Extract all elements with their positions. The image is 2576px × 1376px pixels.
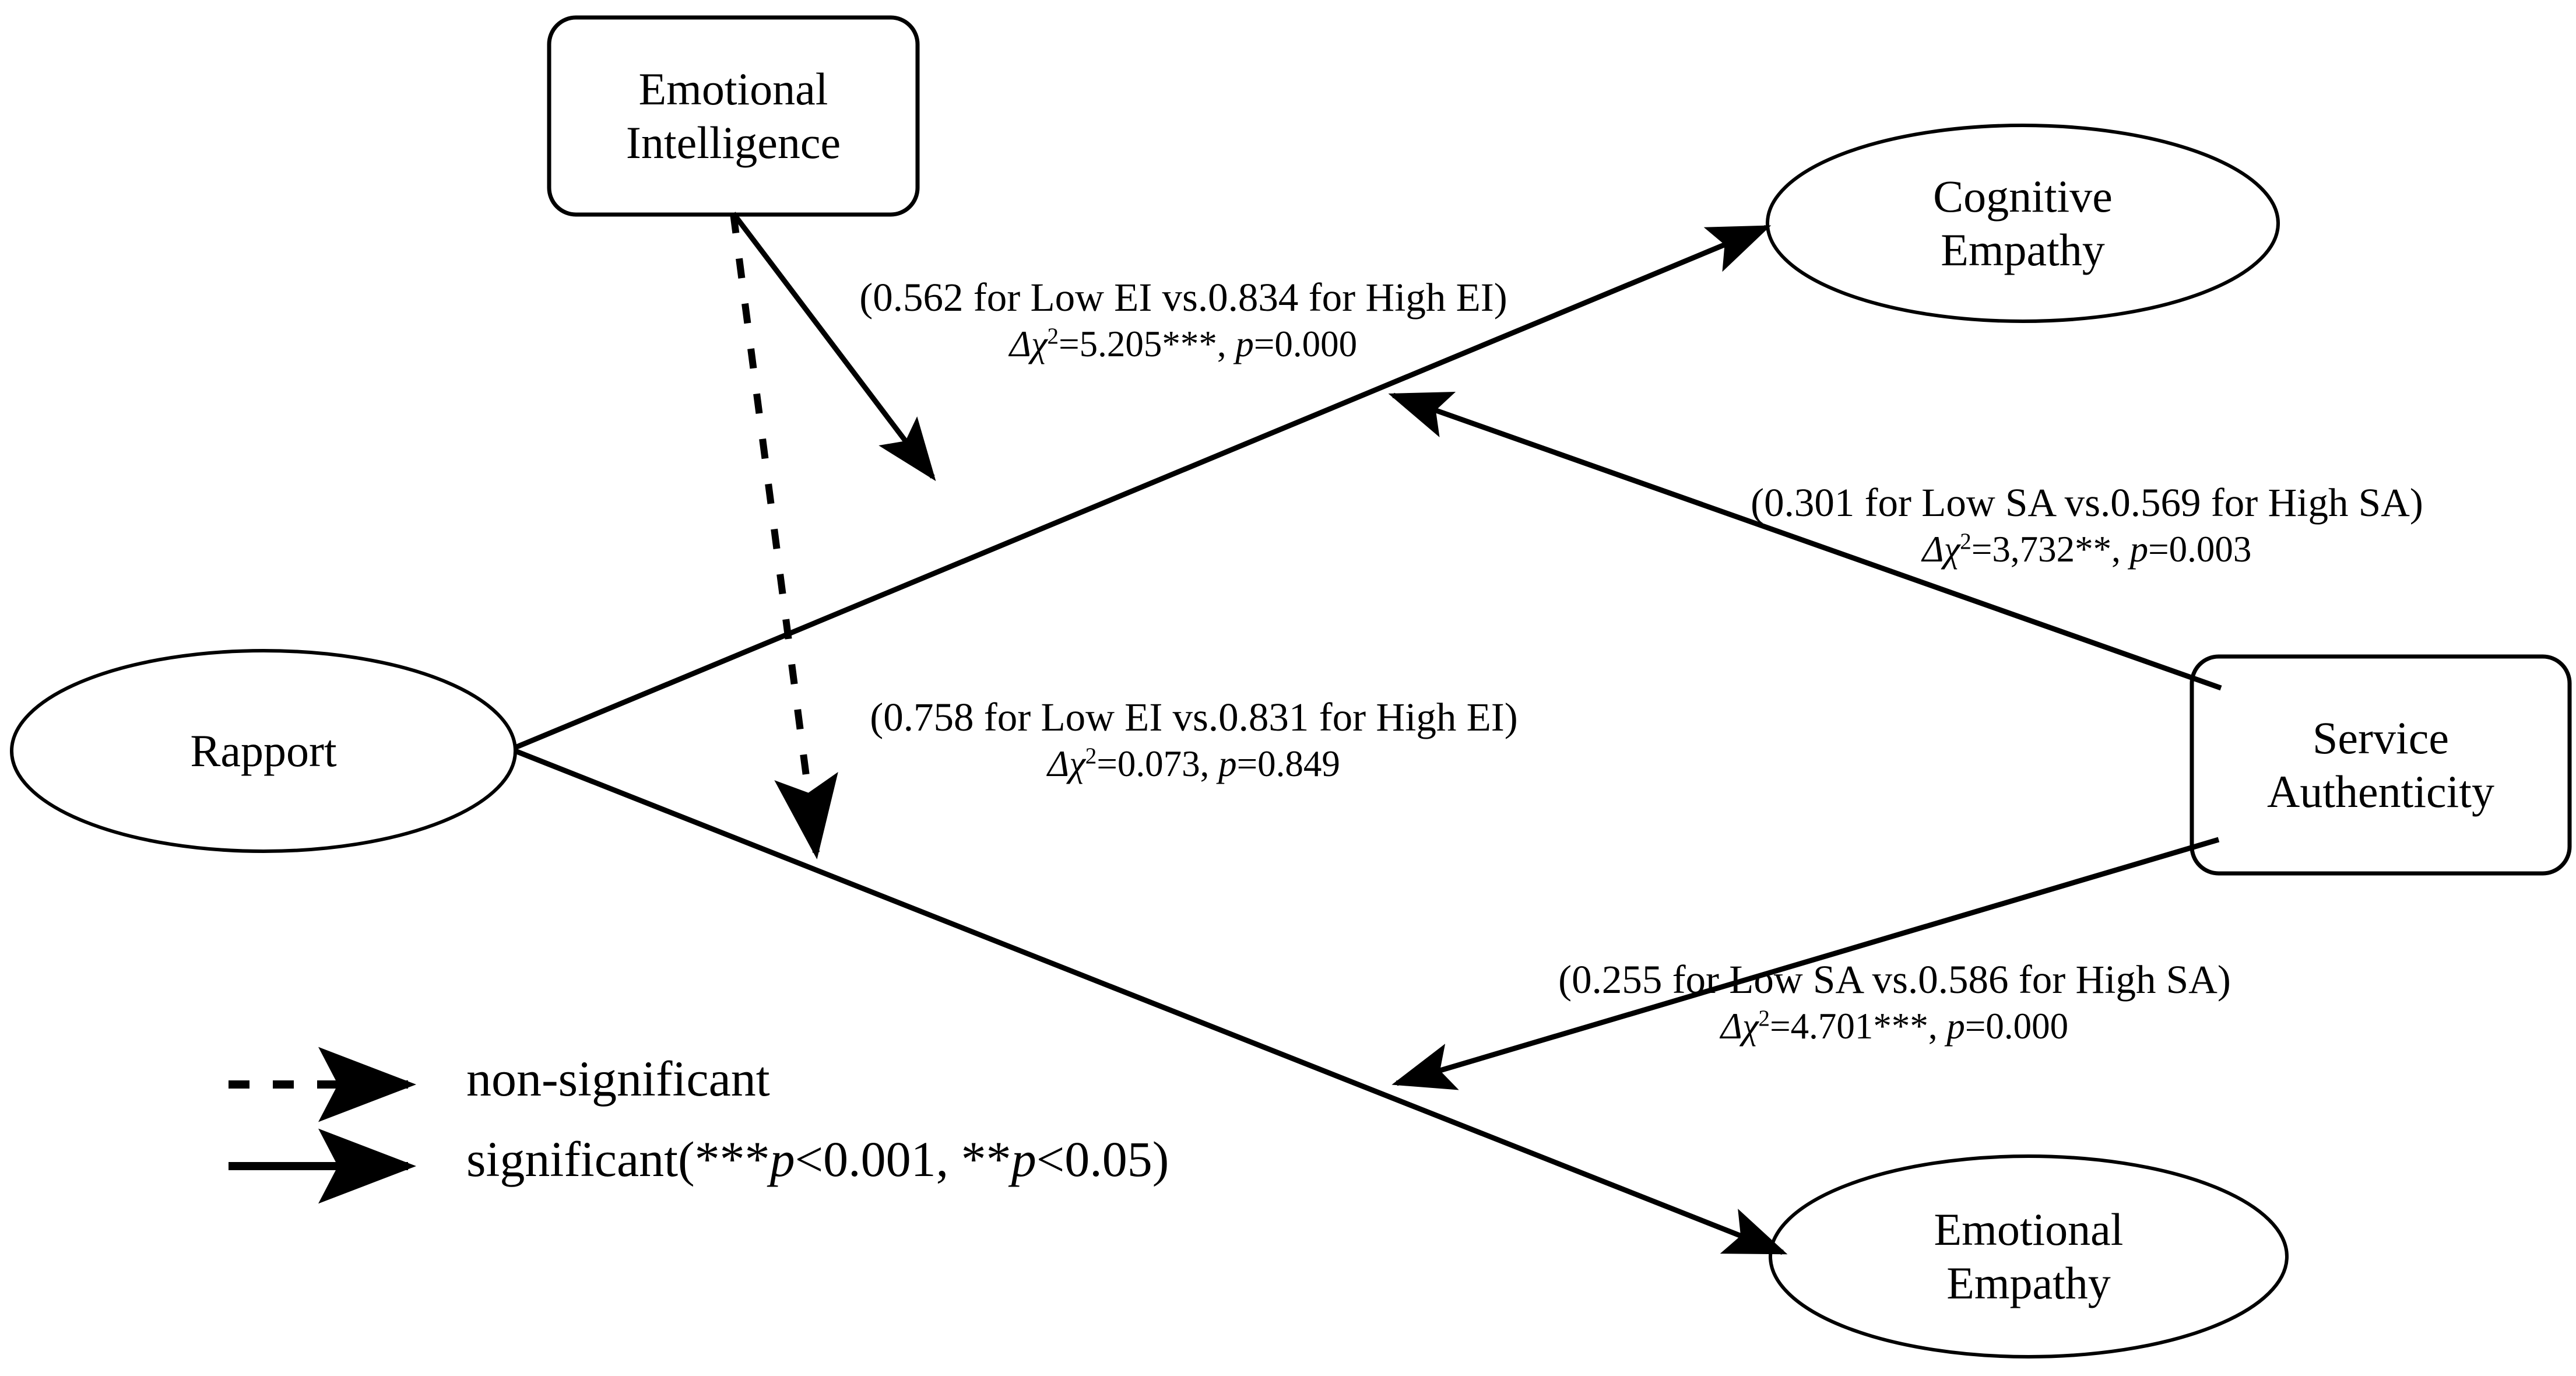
edge-label-line1: (0.562 for Low EI vs.0.834 for High EI): [859, 275, 1507, 320]
edge-label-line2: Δχ2=5.205***, p=0.000: [1009, 324, 1358, 365]
edge-label-ei-emotional: (0.758 for Low EI vs.0.831 for High EI) …: [762, 693, 1625, 787]
node-service-authenticity-shape: [2190, 654, 2572, 876]
node-rapport-shape: [10, 649, 517, 853]
edge-service-authenticity-to-emotional-path: [1391, 837, 2220, 1090]
edge-label-line1: (0.301 for Low SA vs.0.569 for High SA): [1751, 480, 2423, 525]
legend-dashed-label: non-significant: [466, 1051, 770, 1107]
edge-label-line2: Δχ2=3,732**, p=0.003: [1922, 529, 2252, 570]
edge-label-sa-cognitive: (0.301 for Low SA vs.0.569 for High SA) …: [1632, 478, 2542, 572]
edge-emotional-intelligence-to-cognitive-path: [731, 212, 936, 482]
edge-label-line1: (0.758 for Low EI vs.0.831 for High EI): [870, 695, 1518, 739]
legend-solid-label: significant(***p<0.001, **p<0.05): [466, 1131, 1169, 1187]
edge-rapport-to-emotional-empathy: [514, 748, 1788, 1255]
edge-label-ei-cognitive: (0.562 for Low EI vs.0.834 for High EI) …: [735, 273, 1632, 367]
edge-rapport-to-cognitive-empathy: [514, 224, 1772, 750]
node-emotional-intelligence-shape: [547, 15, 920, 217]
node-cognitive-empathy-shape: [1766, 124, 2280, 323]
edge-label-line2: Δχ2=0.073, p=0.849: [1048, 743, 1340, 785]
edge-service-authenticity-to-cognitive-path: [1388, 391, 2222, 691]
node-emotional-empathy-shape: [1769, 1154, 2289, 1359]
edge-emotional-intelligence-to-emotional-path: [730, 213, 838, 859]
edge-label-sa-emotional: (0.255 for Low SA vs.0.586 for High SA) …: [1457, 955, 2332, 1049]
edge-label-line1: (0.255 for Low SA vs.0.586 for High SA): [1558, 957, 2231, 1002]
edge-label-line2: Δχ2=4.701***, p=0.000: [1720, 1006, 2069, 1047]
